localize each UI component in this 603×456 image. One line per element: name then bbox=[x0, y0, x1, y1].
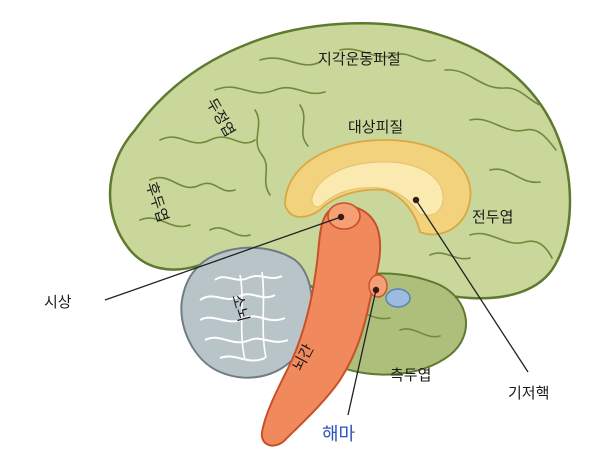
label-thalamus: 시상 bbox=[44, 293, 72, 311]
label-basal-ganglia: 기저핵 bbox=[508, 384, 549, 402]
hippocampus-leader bbox=[347, 289, 377, 416]
cingulate-inner bbox=[311, 161, 444, 216]
brainstem bbox=[260, 205, 382, 447]
gyri bbox=[139, 48, 557, 338]
pituitary-gland bbox=[385, 288, 411, 308]
thalamus-leader bbox=[104, 216, 342, 301]
label-cingulate-cortex: 대상피질 bbox=[348, 118, 403, 136]
basal-ganglia-leader bbox=[415, 199, 529, 373]
hippocampus-body bbox=[368, 274, 388, 298]
cerebellum bbox=[180, 246, 313, 379]
label-temporal-lobe: 측두엽 bbox=[390, 366, 431, 384]
label-frontal-lobe: 전두엽 bbox=[472, 208, 513, 226]
label-hippocampus: 해마 bbox=[322, 424, 356, 445]
label-motor-sensory-cortex: 지각운동피질 bbox=[318, 50, 401, 68]
